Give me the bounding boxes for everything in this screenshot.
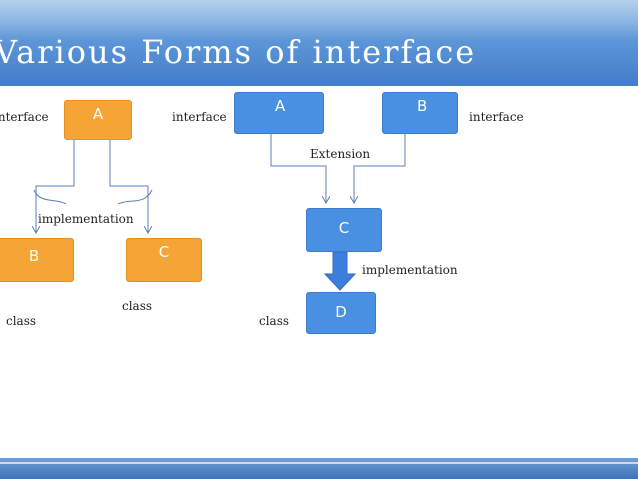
right-box-b: B (382, 92, 458, 134)
left-class-b-label: class (6, 314, 37, 328)
left-box-c-label: C (158, 243, 170, 261)
left-box-c: C (126, 238, 202, 282)
left-implementation-label: implementation (38, 212, 134, 226)
title-band (0, 0, 638, 90)
right-box-a-label: A (275, 97, 286, 115)
left-box-a-label: A (92, 105, 104, 123)
left-interface-label: interface (0, 110, 49, 124)
left-brace-left (33, 189, 67, 205)
right-box-c: C (306, 208, 382, 252)
slide-body (0, 86, 638, 458)
extension-label: Extension (310, 147, 371, 161)
left-box-b: B (0, 238, 74, 282)
right-box-d: D (306, 292, 376, 334)
right-implementation-label: implementation (362, 263, 458, 277)
right-interface-a-label: interface (172, 110, 227, 124)
right-box-a: A (234, 92, 324, 134)
right-box-b-label: B (417, 97, 428, 115)
left-a-to-b-connector (36, 140, 75, 232)
left-class-c-label: class (122, 299, 153, 313)
left-a-to-c-connector (109, 140, 148, 232)
implementation-block-arrow (323, 251, 357, 291)
slide-title: Various Forms of interface (0, 33, 477, 71)
right-box-c-label: C (338, 219, 350, 237)
left-brace-right (117, 189, 153, 205)
left-box-b-label: B (28, 247, 40, 265)
right-interface-b-label: interface (469, 110, 524, 124)
right-a-to-c-connector (270, 134, 326, 202)
right-class-d-label: class (259, 314, 290, 328)
footer-highlight-line (0, 462, 638, 464)
right-box-d-label: D (335, 303, 347, 321)
left-box-a: A (64, 100, 132, 140)
right-b-to-c-connector (354, 134, 406, 202)
